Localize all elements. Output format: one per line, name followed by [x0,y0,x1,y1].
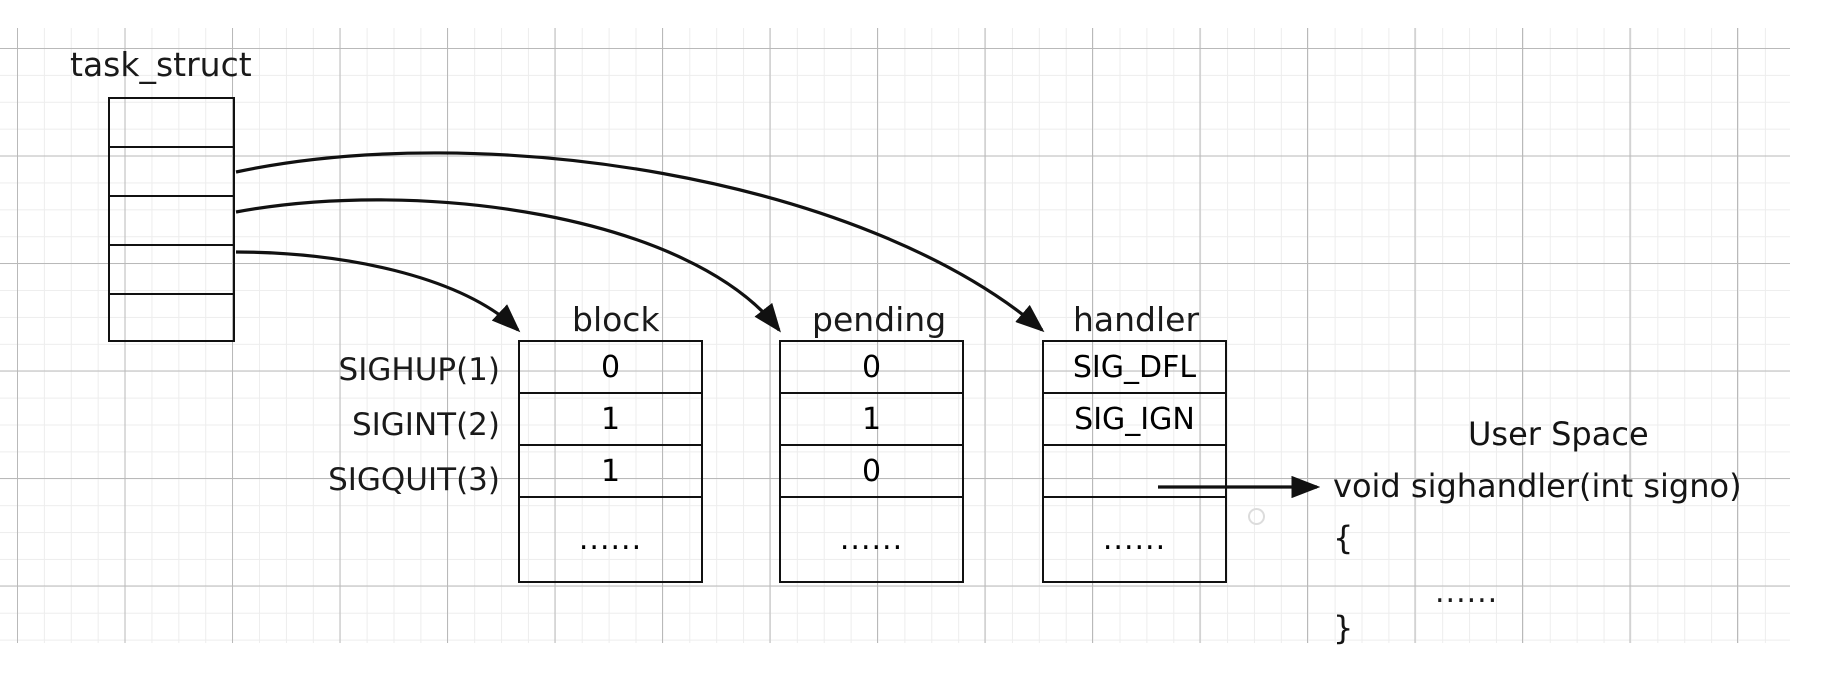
table-row: 0 [781,342,962,394]
column-title-block: block [572,300,660,339]
column-title-handler: handler [1073,300,1200,339]
task-struct-title: task_struct [70,45,252,84]
task-struct-box [108,97,235,342]
table-row: 1 [520,394,701,446]
function-body-ellipsis: ...... [1435,575,1499,610]
table-row: 1 [781,394,962,446]
function-signature-label: void sighandler(int signo) [1333,467,1742,505]
open-brace-label: { [1333,519,1354,557]
table-row-ellipsis: ...... [520,498,701,580]
signal-name-label: SIGQUIT(3) [328,462,500,498]
task-struct-field-row [110,148,233,197]
table-row: 0 [781,446,962,498]
cell-value: 1 [600,401,621,437]
task-struct-field-row [110,246,233,295]
table-row [1044,446,1225,498]
ellipsis-label: ...... [839,521,904,557]
cell-value: 1 [861,401,882,437]
table-row: 0 [520,342,701,394]
cell-value: SIG_DFL [1072,349,1197,385]
table-row-ellipsis: ...... [781,498,962,580]
task-struct-field-row [110,295,233,344]
cell-value: 1 [600,453,621,489]
table-row: 1 [520,446,701,498]
table-row: SIG_IGN [1044,394,1225,446]
cell-value: 0 [600,349,621,385]
user-space-label: User Space [1468,415,1649,453]
cell-value: 0 [861,453,882,489]
block-table: 0 1 1 ...... [518,340,703,583]
ellipsis-label: ...... [1102,521,1167,557]
signal-name-label: SIGINT(2) [351,407,500,443]
signal-name-label: SIGHUP(1) [338,352,500,388]
handler-table: SIG_DFL SIG_IGN ...... [1042,340,1227,583]
table-row-ellipsis: ...... [1044,498,1225,580]
ellipsis-label: ...... [578,521,643,557]
cell-value: 0 [861,349,882,385]
small-circle-marker [1248,508,1265,525]
column-title-pending: pending [812,300,947,339]
task-struct-field-row [110,197,233,246]
arrow-to-pending [235,198,781,333]
cell-value: SIG_IGN [1074,401,1195,437]
table-row: SIG_DFL [1044,342,1225,394]
pending-table: 0 1 0 ...... [779,340,964,583]
task-struct-field-row [110,99,233,148]
close-brace-label: } [1333,609,1354,647]
arrow-to-block [235,250,521,333]
